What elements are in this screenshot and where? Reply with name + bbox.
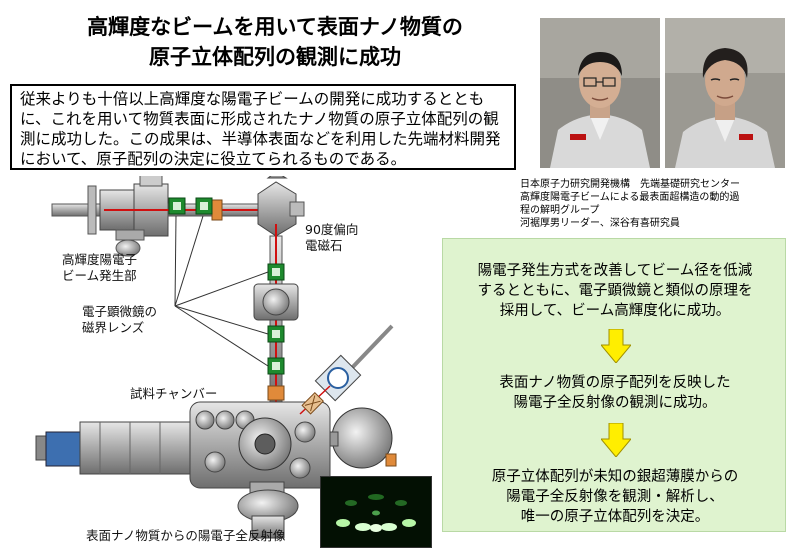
researcher-1-illustration [540,18,660,168]
step-3-line-1: 原子立体配列が未知の銀超薄膜からの [491,469,739,485]
page-title: 高輝度なビームを用いて表面ナノ物質の 原子立体配列の観測に成功 [20,12,530,72]
chamber-label: 試料チャンバー [130,386,218,401]
bending-magnet [257,176,305,237]
step-3-line-2: 陽電子全反射像を観測・解析し、 [506,489,724,505]
pattern-label: 表面ナノ物質からの陽電子全反射像 [86,528,286,543]
magnet-label-line-1: 90度偏向 [305,222,359,237]
lens-label-line-2: 磁界レンズ [82,320,145,335]
upper-beamline [51,176,265,257]
caption-line-4: 河裾厚男リーダー、深谷有喜研究員 [520,218,680,229]
researcher-photo-1 [540,18,660,168]
step-3-text: 原子立体配列が未知の銀超薄膜からの 陽電子全反射像を観測・解析し、 唯一の原子立… [443,467,787,527]
step-3-line-3: 唯一の原子立体配列を決定。 [520,509,710,525]
step-2-line-1: 表面ナノ物質の原子配列を反映した [499,375,731,391]
apparatus-diagram [35,176,397,539]
caption-line-2: 高輝度陽電子ビームによる最表面超構造の動的過 [520,192,740,203]
step-2-text: 表面ナノ物質の原子配列を反映した 陽電子全反射像の観測に成功。 [443,373,787,413]
researcher-2-illustration [665,18,785,168]
photo-caption: 日本原子力研究開発機構 先端基礎研究センター 高輝度陽電子ビームによる最表面超構… [520,178,800,230]
caption-line-1: 日本原子力研究開発機構 先端基礎研究センター [520,179,740,190]
step-2-line-2: 陽電子全反射像の観測に成功。 [513,395,717,411]
lens-leader-lines [174,215,269,367]
down-arrow-icon [601,423,631,457]
reflection-pattern-illustration [321,477,431,547]
title-line-1: 高輝度なビームを用いて表面ナノ物質の [87,15,463,39]
magnetic-lenses [168,197,285,375]
title-line-2: 原子立体配列の観測に成功 [149,45,401,69]
magnet-label-line-2: 電磁石 [305,238,343,253]
researcher-photo-2 [665,18,785,168]
gun-arm [299,324,394,415]
summary-box: 従来よりも十倍以上高輝度な陽電子ビームの開発に成功するとともに、これを用いて物質… [10,84,516,170]
step-1-text: 陽電子発生方式を改善してビーム径を低減 するとともに、電子顕微鏡と類似の原理を … [443,261,787,321]
step-1-line-3: 採用して、ビーム高輝度化に成功。 [499,303,731,319]
source-label-line-2: ビーム発生部 [62,268,137,283]
source-label: 高輝度陽電子 ビーム発生部 [62,252,137,284]
magnet-label: 90度偏向 電磁石 [305,222,358,254]
lens-label-line-1: 電子顕微鏡の [82,304,158,319]
sample-chamber [35,401,397,539]
results-panel: 陽電子発生方式を改善してビーム径を低減 するとともに、電子顕微鏡と類似の原理を … [442,238,786,532]
reflection-pattern-image [320,476,432,548]
step-1-line-1: 陽電子発生方式を改善してビーム径を低減 [477,263,753,279]
down-arrow-icon [601,329,631,363]
vertical-beamline [253,224,299,407]
lens-label: 電子顕微鏡の 磁界レンズ [82,304,157,336]
source-label-line-1: 高輝度陽電子 [62,252,138,267]
caption-line-3: 程の解明グループ [520,205,600,216]
step-1-line-2: するとともに、電子顕微鏡と類似の原理を [477,283,753,299]
